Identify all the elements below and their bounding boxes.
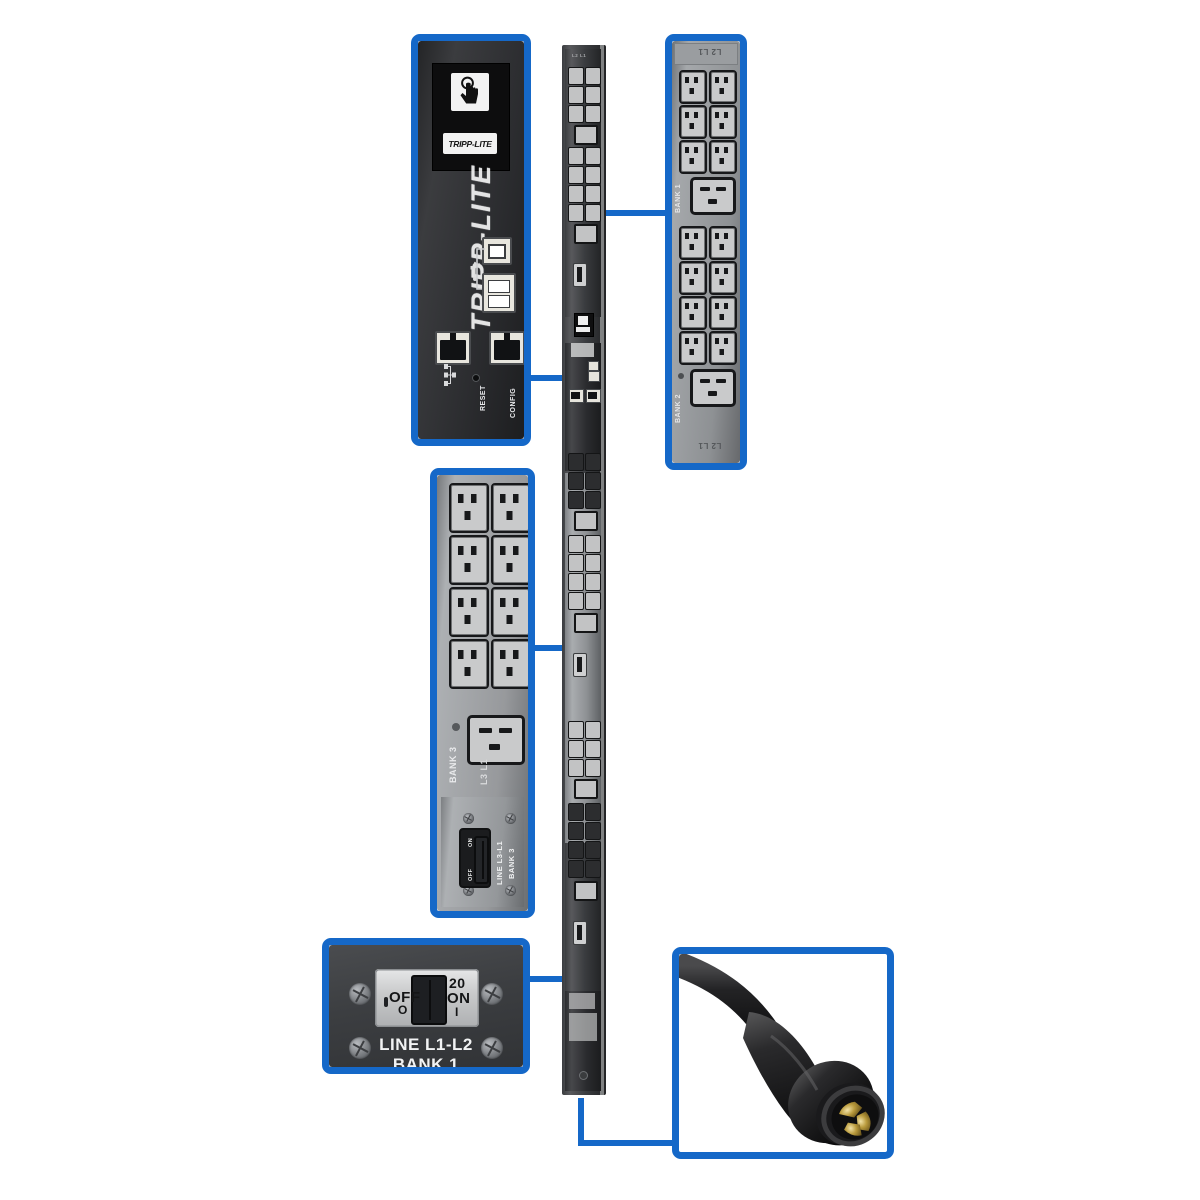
- usb-bracket: [476, 248, 485, 290]
- lead-plug-vertical: [578, 1098, 584, 1146]
- outlet-c19[interactable]: [690, 369, 736, 407]
- config-label: CONFIG: [510, 387, 517, 418]
- screw: [505, 813, 516, 824]
- breaker-rating-label: 20: [449, 975, 466, 991]
- lead-bank12-outlets: [604, 210, 672, 216]
- control-module-face: TRIPP-LITE TRIPP-LITE: [418, 41, 524, 439]
- outlet-c13[interactable]: [679, 261, 707, 295]
- bank-3-breaker-line-label: LINE L3-L1: [495, 840, 504, 885]
- bank-1-2-face: L2 L1: [672, 41, 740, 463]
- bank-3-face: BANK 3 L3 L1 ON OFF LINE L3-L1 BANK 3: [437, 475, 528, 911]
- screw: [463, 885, 474, 896]
- bank-3-outlet-group: [445, 479, 528, 711]
- input-plug-face: [679, 954, 887, 1152]
- lead-bank1-breaker: [528, 976, 580, 982]
- lead-control-module: [530, 375, 578, 381]
- outlet-c13[interactable]: [449, 639, 489, 689]
- outlet-c13[interactable]: [491, 639, 528, 689]
- breaker-off-label: OFF: [389, 989, 421, 1006]
- bank-1-label: BANK 1: [675, 183, 682, 213]
- screw: [481, 1037, 503, 1059]
- screw: [505, 885, 516, 896]
- bank-2-led: [678, 373, 684, 379]
- bank-3-outlets-and-breaker-callout: BANK 3 L3 L1 ON OFF LINE L3-L1 BANK 3: [430, 468, 535, 918]
- strip-detail-overlay: [566, 49, 602, 1091]
- bank-1-breaker-callout: OFF O 20 ON I LINE L1-L2 BANK 1: [322, 938, 530, 1074]
- outlet-c13[interactable]: [449, 587, 489, 637]
- bank-3-label: BANK 3: [448, 746, 458, 783]
- outlet-c13[interactable]: [679, 296, 707, 330]
- outlet-c13[interactable]: [709, 70, 737, 104]
- twist-lock-plug-icon: [679, 954, 885, 1147]
- lcd-brand-badge-text: TRIPP-LITE: [448, 138, 492, 149]
- bank-1-breaker-line-label: LINE L1-L2: [379, 1035, 473, 1054]
- outlet-c13[interactable]: [679, 105, 707, 139]
- strip-phase-label-1: L2 L1: [572, 53, 587, 58]
- bank-1-breaker-face: OFF O 20 ON I LINE L1-L2 BANK 1: [329, 945, 523, 1067]
- breaker-indicator: [384, 997, 388, 1007]
- outlet-c19[interactable]: [690, 177, 736, 215]
- outlet-c13[interactable]: [679, 140, 707, 174]
- lead-bank3-outlets: [534, 645, 580, 651]
- screw: [349, 1037, 371, 1059]
- usb-a-ports[interactable]: [482, 273, 516, 313]
- screw: [349, 983, 371, 1005]
- network-port[interactable]: [435, 331, 471, 365]
- outlet-c13[interactable]: [709, 296, 737, 330]
- outlet-c13[interactable]: [679, 331, 707, 365]
- outlet-c13[interactable]: [679, 226, 707, 260]
- bank-3-breaker-bank-label: BANK 3: [507, 848, 516, 879]
- bank-3-breaker-off-label: OFF: [468, 868, 474, 882]
- screw: [481, 983, 503, 1005]
- outlet-c13[interactable]: [709, 140, 737, 174]
- touchscreen-icon: [451, 73, 489, 111]
- control-module-callout: TRIPP-LITE TRIPP-LITE: [411, 34, 531, 446]
- outlet-c13[interactable]: [709, 226, 737, 260]
- outlet-c13[interactable]: [449, 535, 489, 585]
- bank-3-led: [452, 723, 460, 731]
- bank-1-and-2-outlets-callout: L2 L1: [665, 34, 747, 470]
- lcd-brand-badge: TRIPP-LITE: [443, 133, 497, 154]
- outlet-c13[interactable]: [491, 483, 528, 533]
- breaker-on-symbol: I: [455, 1005, 459, 1019]
- bank12-top-phase-label: L2 L1: [698, 47, 722, 56]
- input-power-plug-callout: [672, 947, 894, 1159]
- bank-3-phase-label: L3 L1: [479, 758, 489, 785]
- usb-b-port[interactable]: [482, 237, 512, 265]
- outlet-c13[interactable]: [709, 261, 737, 295]
- outlet-c19[interactable]: [467, 715, 525, 765]
- bank12-bottom-phase-label: L2 L1: [698, 441, 722, 450]
- reset-label: RESET: [480, 385, 487, 411]
- outlet-c13[interactable]: [449, 483, 489, 533]
- outlet-c13[interactable]: [679, 70, 707, 104]
- outlet-c13[interactable]: [491, 535, 528, 585]
- outlet-c13[interactable]: [709, 331, 737, 365]
- screw: [463, 813, 474, 824]
- bank-3-breaker-on-label: ON: [468, 837, 474, 847]
- breaker-off-symbol: O: [398, 1003, 408, 1017]
- bank-2-label: BANK 2: [675, 393, 682, 423]
- bank-2-outlet-group: BANK 2: [674, 223, 738, 429]
- breaker-rocker[interactable]: [411, 975, 447, 1025]
- lead-plug-horizontal: [578, 1140, 678, 1146]
- network-icon: [444, 364, 456, 386]
- usb-icon: [470, 261, 480, 281]
- bank-1-outlet-group: BANK 1: [674, 67, 738, 219]
- bank-1-circuit-breaker[interactable]: [375, 969, 479, 1027]
- outlet-c13[interactable]: [491, 587, 528, 637]
- breaker-on-label: ON: [447, 990, 471, 1007]
- config-port[interactable]: [489, 331, 524, 365]
- outlet-c13[interactable]: [709, 105, 737, 139]
- reset-button[interactable]: [472, 374, 480, 382]
- bank-3-circuit-breaker[interactable]: [459, 828, 491, 888]
- bank-1-breaker-bank-label: BANK 1: [392, 1055, 460, 1067]
